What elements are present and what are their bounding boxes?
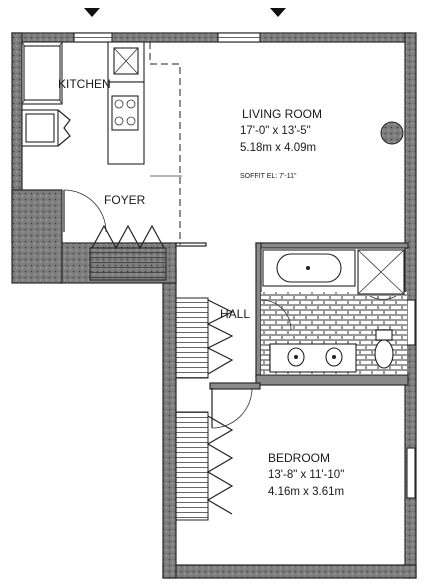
toilet-tank <box>375 329 393 341</box>
hall-closet[interactable] <box>175 297 234 379</box>
living-room-label: LIVING ROOM <box>242 107 322 121</box>
window-bedroom <box>406 447 416 499</box>
bathroom <box>260 249 407 375</box>
entry-door[interactable] <box>63 189 107 233</box>
bedroom-closet[interactable] <box>175 411 234 521</box>
kitchen-area <box>21 41 145 165</box>
window-marker-right <box>270 8 286 17</box>
bedroom-door[interactable] <box>211 387 253 429</box>
foyer-closet[interactable] <box>89 224 167 281</box>
window-marker-left <box>84 8 100 17</box>
bedroom-label: BEDROOM <box>268 451 330 465</box>
bedroom-dim-imperial: 13'-8" x 11'-10" <box>268 469 344 481</box>
living-room-dim-imperial: 17'-0" x 13'-5" <box>240 125 311 137</box>
hall-label: HALL <box>220 307 250 321</box>
vanity <box>269 343 357 373</box>
structural-column <box>380 121 404 145</box>
soffit-elevation-note: SOFFIT EL: 7'-11" <box>240 173 297 180</box>
soffit-outline <box>149 42 181 245</box>
bathroom-door-swing <box>260 299 292 331</box>
living-room-dim-metric: 5.18m x 4.09m <box>240 142 316 154</box>
toilet-bowl <box>374 339 394 369</box>
bedroom-dim-metric: 4.16m x 3.61m <box>268 486 344 498</box>
window-bath <box>406 299 416 346</box>
kitchen-label: KITCHEN <box>58 77 111 91</box>
foyer-label: FOYER <box>104 193 146 207</box>
